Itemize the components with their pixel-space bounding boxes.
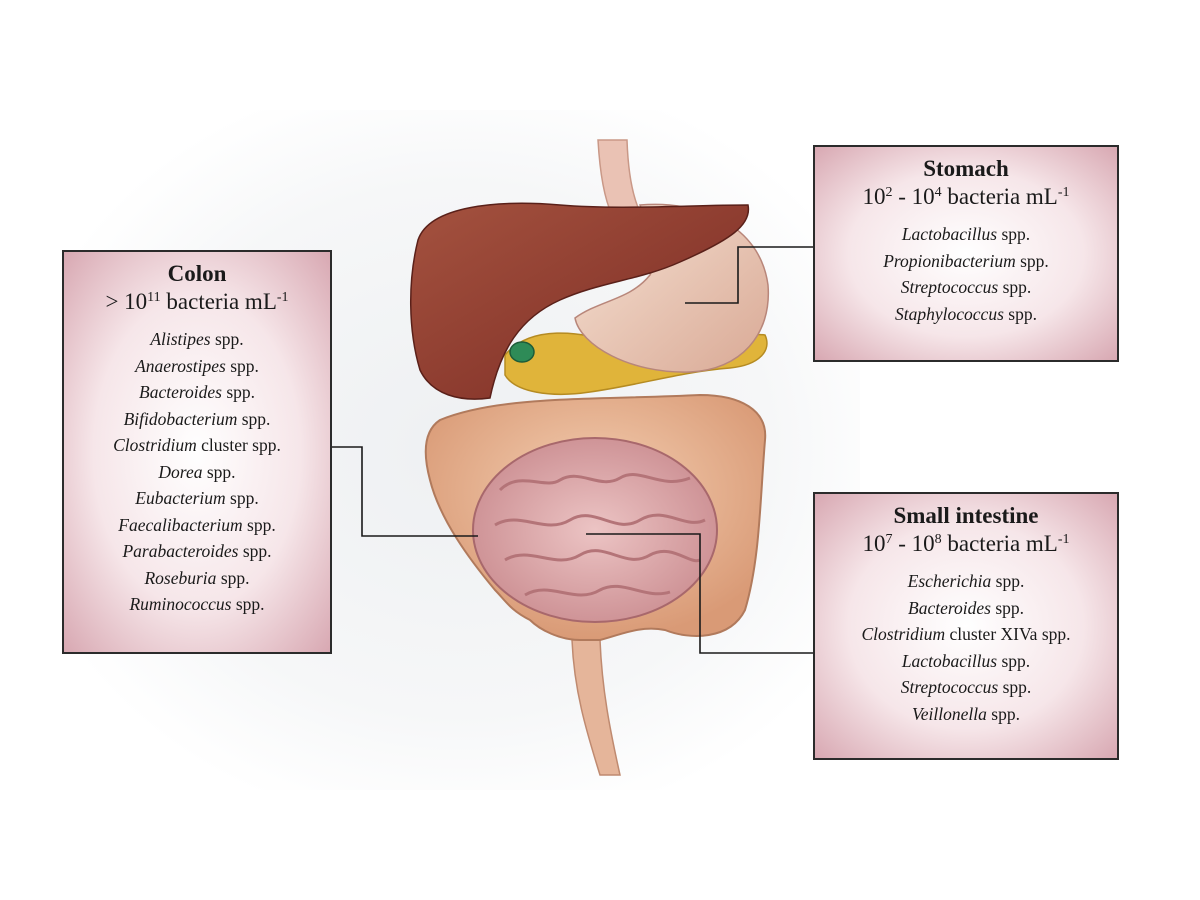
small-intestine-illustration <box>472 437 718 623</box>
colon-title: Colon <box>167 261 227 286</box>
list-item: Ruminococcus spp. <box>129 594 265 614</box>
list-item: Anaerostipes spp. <box>135 355 259 376</box>
stomach-callout-box: Stomach 102 - 104 bacteria mL-1 Lactobac… <box>813 145 1119 362</box>
small-intestine-leader-line <box>586 533 813 654</box>
list-item: Roseburia spp. <box>144 567 250 588</box>
colon-leader-line <box>332 446 478 537</box>
stomach-bacteria-count: 102 - 104 bacteria mL-1 <box>862 184 1070 209</box>
list-item: Parabacteroides spp. <box>122 541 272 561</box>
list-item: Clostridium cluster spp. <box>113 435 281 455</box>
small-intestine-loops <box>494 473 706 597</box>
list-item: Bifidobacterium spp. <box>123 408 271 429</box>
list-item: Lactobacillus spp. <box>901 224 1031 244</box>
list-item: Faecalibacterium spp. <box>118 514 276 535</box>
list-item: Eubacterium spp. <box>135 488 259 508</box>
list-item: Clostridium cluster XIVa spp. <box>861 624 1071 644</box>
stomach-taxa-list: Lactobacillus spp. Propionibacterium spp… <box>815 221 1117 327</box>
colon-callout-box: Colon > 1011 bacteria mL-1 Alistipes spp… <box>62 250 332 654</box>
stomach-title: Stomach <box>923 156 1009 181</box>
list-item: Bacteroides spp. <box>908 597 1024 618</box>
list-item: Lactobacillus spp. <box>901 650 1031 671</box>
colon-bacteria-count: > 1011 bacteria mL-1 <box>105 289 289 314</box>
list-item: Dorea spp. <box>158 461 236 482</box>
small-intestine-taxa-list: Escherichia spp. Bacteroides spp. Clostr… <box>815 568 1117 727</box>
list-item: Bacteroides spp. <box>139 382 255 402</box>
gallbladder-illustration <box>509 341 535 363</box>
list-item: Alistipes spp. <box>150 329 244 349</box>
list-item: Streptococcus spp. <box>900 277 1032 297</box>
list-item: Veillonella spp. <box>912 703 1020 724</box>
list-item: Staphylococcus spp. <box>895 303 1037 324</box>
list-item: Escherichia spp. <box>907 571 1025 591</box>
leader-lines <box>332 246 813 654</box>
small-intestine-title: Small intestine <box>893 503 1039 528</box>
small-intestine-callout-box: Small intestine 107 - 108 bacteria mL-1 … <box>813 492 1119 760</box>
liver-illustration <box>410 202 750 400</box>
small-intestine-bacteria-count: 107 - 108 bacteria mL-1 <box>862 531 1070 556</box>
colon-taxa-list: Alistipes spp. Anaerostipes spp. Bactero… <box>64 326 330 618</box>
list-item: Propionibacterium spp. <box>883 250 1049 271</box>
stomach-leader-line <box>685 246 813 304</box>
esophagus-illustration <box>597 139 642 216</box>
list-item: Streptococcus spp. <box>900 677 1032 697</box>
rectum-illustration <box>571 639 621 776</box>
